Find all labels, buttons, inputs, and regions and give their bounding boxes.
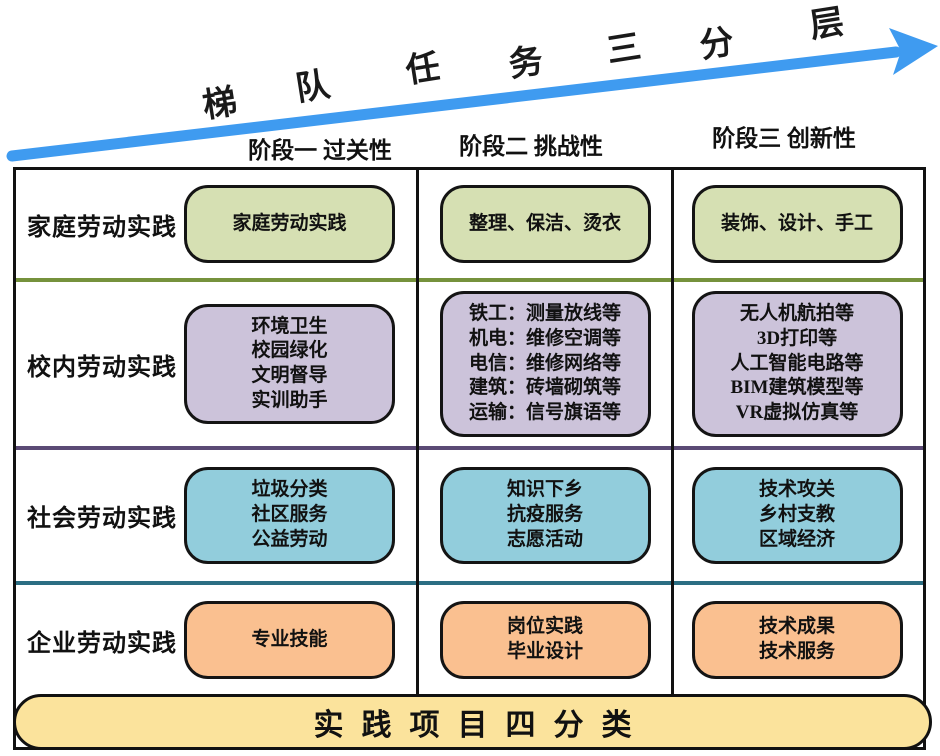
pill-campus-stage1: 环境卫生 校园绿化 文明督导 实训助手 <box>184 303 395 425</box>
trend-arrow-shaft <box>6 46 902 162</box>
cell-social-stage2: 知识下乡 抗疫服务 志愿活动 <box>419 450 671 581</box>
cell-enterprise-stage2: 岗位实践 毕业设计 <box>419 585 671 695</box>
pill-text: 技术攻关 乡村支教 区域经济 <box>758 479 835 550</box>
cell-campus-stage3: 无人机航拍等 3D打印等 人工智能电路等 BIM建筑模型等 VR虚拟仿真等 <box>671 282 923 446</box>
pill-text: 环境卫生 校园绿化 文明督导 实训助手 <box>251 315 328 411</box>
pill-text: 整理、保洁、烫衣 <box>468 212 621 234</box>
stage-3-header: 阶段三 创新性 <box>712 126 856 151</box>
pill-social-stage1: 垃圾分类 社区服务 公益劳动 <box>184 467 395 564</box>
arrow-caption-char: 梯 <box>200 83 240 126</box>
cell-social-stage3: 技术攻关 乡村支教 区域经济 <box>671 450 923 581</box>
table-row-campus: 校内劳动实践 环境卫生 校园绿化 文明督导 实训助手 铁工：测量放线等 机电：维… <box>16 282 923 446</box>
cell-home-stage2: 整理、保洁、烫衣 <box>419 170 671 278</box>
stage-1-header: 阶段一 过关性 <box>248 138 392 163</box>
pill-enterprise-stage1: 专业技能 <box>184 601 395 679</box>
trend-arrow-head <box>889 28 938 75</box>
arrow-caption-char: 任 <box>403 48 443 91</box>
cell-home-stage1: 家庭劳动实践 家庭劳动实践 <box>16 170 419 278</box>
row-separator-green <box>16 278 923 282</box>
banner-title: 实践项目四分类 <box>313 709 650 742</box>
pill-home-stage1: 家庭劳动实践 <box>184 185 395 263</box>
pill-text: 装饰、设计、手工 <box>720 212 873 234</box>
pill-enterprise-stage3: 技术成果 技术服务 <box>691 601 903 679</box>
pill-text: 技术成果 技术服务 <box>758 616 835 662</box>
cell-home-stage3: 装饰、设计、手工 <box>671 170 923 278</box>
column-divider-1 <box>416 170 419 695</box>
arrow-caption-char: 层 <box>807 3 847 46</box>
cell-campus-stage1: 校内劳动实践 环境卫生 校园绿化 文明督导 实训助手 <box>16 282 419 446</box>
pill-campus-stage2: 铁工：测量放线等 机电：维修空调等 电信：维修网络等 建筑：砖墙砌筑等 运输：信… <box>439 291 651 437</box>
pill-social-stage3: 技术攻关 乡村支教 区域经济 <box>691 467 903 564</box>
pill-campus-stage3: 无人机航拍等 3D打印等 人工智能电路等 BIM建筑模型等 VR虚拟仿真等 <box>691 291 903 437</box>
pill-home-stage2: 整理、保洁、烫衣 <box>439 185 651 263</box>
pill-text: 垃圾分类 社区服务 公益劳动 <box>251 479 328 550</box>
row-separator-teal <box>16 581 923 585</box>
pill-text: 专业技能 <box>251 628 328 650</box>
practice-matrix-table: 家庭劳动实践 家庭劳动实践 整理、保洁、烫衣 装饰、设计、手工 <box>13 167 926 750</box>
bottom-banner: 实践项目四分类 <box>13 694 932 750</box>
arrow-caption-char: 务 <box>506 42 546 85</box>
cell-enterprise-stage1: 企业劳动实践 专业技能 <box>16 585 419 695</box>
trend-arrow-icon <box>6 28 938 162</box>
pill-enterprise-stage2: 岗位实践 毕业设计 <box>439 601 651 679</box>
cell-social-stage1: 社会劳动实践 垃圾分类 社区服务 公益劳动 <box>16 450 419 581</box>
row-label-campus: 校内劳动实践 <box>27 354 177 381</box>
pill-text: 岗位实践 毕业设计 <box>506 616 583 662</box>
column-divider-2 <box>671 170 674 695</box>
pill-text: 铁工：测量放线等 机电：维修空调等 电信：维修网络等 建筑：砖墙砌筑等 运输：信… <box>468 303 621 424</box>
arrow-caption-char: 分 <box>697 23 737 66</box>
table-row-enterprise: 企业劳动实践 专业技能 岗位实践 毕业设计 技术成果 技术服务 <box>16 585 923 695</box>
cell-campus-stage2: 铁工：测量放线等 机电：维修空调等 电信：维修网络等 建筑：砖墙砌筑等 运输：信… <box>419 282 671 446</box>
row-label-social: 社会劳动实践 <box>27 506 177 532</box>
pill-text: 知识下乡 抗疫服务 志愿活动 <box>506 479 583 550</box>
pill-text: 无人机航拍等 3D打印等 人工智能电路等 BIM建筑模型等 VR虚拟仿真等 <box>730 303 864 424</box>
pill-social-stage2: 知识下乡 抗疫服务 志愿活动 <box>439 467 651 564</box>
pill-home-stage3: 装饰、设计、手工 <box>691 185 903 263</box>
row-label-enterprise: 企业劳动实践 <box>27 630 177 657</box>
table-row-social: 社会劳动实践 垃圾分类 社区服务 公益劳动 知识下乡 抗疫服务 志愿活动 技术攻… <box>16 450 923 581</box>
arrow-caption-char: 三 <box>604 28 644 71</box>
row-label-home: 家庭劳动实践 <box>27 214 177 241</box>
row-separator-purple <box>16 446 923 450</box>
pill-text: 家庭劳动实践 <box>232 212 347 234</box>
cell-enterprise-stage3: 技术成果 技术服务 <box>671 585 923 695</box>
stage-2-header: 阶段二 挑战性 <box>459 134 603 159</box>
table-row-home: 家庭劳动实践 家庭劳动实践 整理、保洁、烫衣 装饰、设计、手工 <box>16 170 923 278</box>
arrow-caption-char: 队 <box>293 66 333 109</box>
